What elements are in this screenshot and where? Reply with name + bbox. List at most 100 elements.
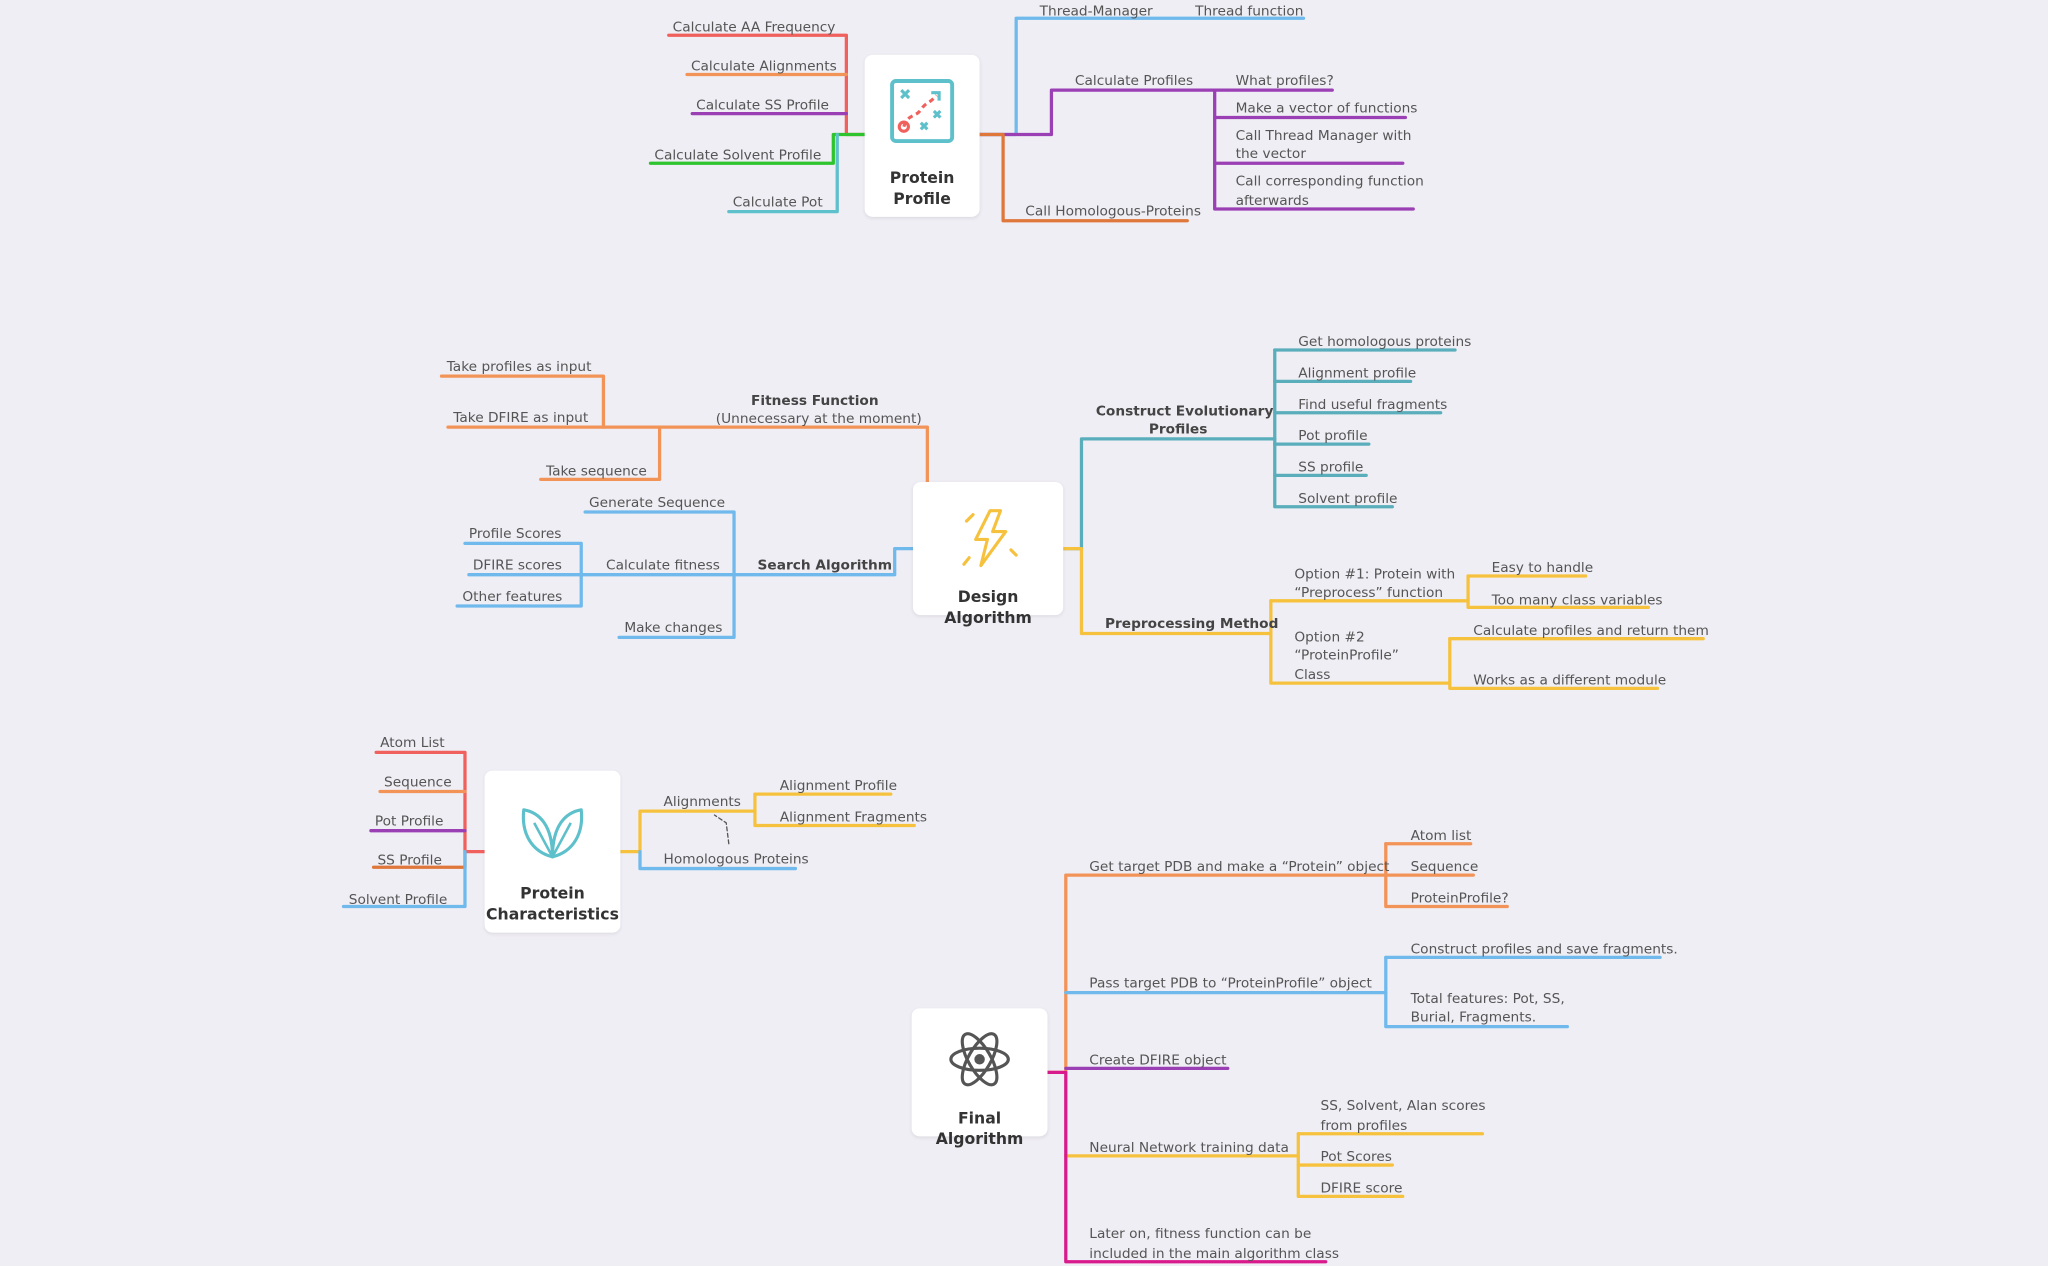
connector: [977, 88, 1415, 211]
total-features-2[interactable]: Burial, Fragments.: [1410, 1009, 1537, 1026]
protein-profile-node[interactable]: Protein Profile: [864, 54, 980, 217]
protein-profile-title-1: Protein: [889, 168, 955, 187]
too-many-variables[interactable]: Too many class variables: [1491, 592, 1663, 609]
total-features-1[interactable]: Total features: Pot, SS,: [1410, 991, 1565, 1008]
construct-save-fragments[interactable]: Construct profiles and save fragments.: [1410, 941, 1678, 958]
pass-target-pdb[interactable]: Pass target PDB to “ProteinProfile” obje…: [1089, 975, 1372, 992]
pot-scores[interactable]: Pot Scores: [1320, 1149, 1392, 1166]
connector: [374, 750, 487, 854]
make-changes[interactable]: Make changes: [624, 620, 723, 637]
make-vector[interactable]: Make a vector of functions: [1235, 100, 1418, 117]
alignment-fragments[interactable]: Alignment Fragments: [779, 809, 928, 826]
connector: [977, 132, 1189, 223]
option-2-line-1[interactable]: Option #2: [1294, 629, 1365, 646]
strategy-map-icon: [890, 79, 955, 144]
connector: [1061, 546, 1273, 636]
call-homologous[interactable]: Call Homologous-Proteins: [1025, 203, 1202, 220]
atom-icon: [949, 1032, 1010, 1087]
ss-profile[interactable]: SS Profile: [377, 852, 442, 869]
ss-solvent-scores-1[interactable]: SS, Solvent, Alan scores: [1320, 1098, 1486, 1115]
design-algorithm-node[interactable]: Design Algorithm: [912, 481, 1064, 627]
connector: [1466, 574, 1650, 609]
ss-profile-item[interactable]: SS profile: [1298, 459, 1364, 476]
generate-sequence[interactable]: Generate Sequence: [589, 495, 726, 511]
option-2-line-2[interactable]: “ProteinProfile”: [1294, 647, 1399, 664]
works-different-module[interactable]: Works as a different module: [1473, 672, 1667, 689]
alignments[interactable]: Alignments: [663, 794, 741, 810]
search-algorithm[interactable]: Search Algorithm: [757, 557, 893, 574]
calc-alignments[interactable]: Calculate Alignments: [690, 58, 837, 75]
calc-profiles[interactable]: Calculate Profiles: [1074, 73, 1194, 89]
solvent-profile-item[interactable]: Solvent profile: [1298, 491, 1398, 507]
take-profiles[interactable]: Take profiles as input: [446, 359, 592, 375]
dfire-score[interactable]: DFIRE score: [1320, 1180, 1403, 1197]
sequence-item[interactable]: Sequence: [1410, 859, 1479, 876]
profile-scores[interactable]: Profile Scores: [468, 526, 562, 543]
take-dfire[interactable]: Take DFIRE as input: [453, 410, 589, 426]
connector: [732, 546, 915, 577]
solvent-profile[interactable]: Solvent Profile: [348, 892, 448, 908]
construct-evolutionary-1[interactable]: Construct Evolutionary: [1095, 403, 1274, 420]
easy-to-handle[interactable]: Easy to handle: [1491, 560, 1594, 576]
find-fragments[interactable]: Find useful fragments: [1298, 397, 1448, 413]
connector: [1061, 437, 1277, 551]
call-thread-manager-1[interactable]: Call Thread Manager with: [1235, 127, 1412, 144]
call-thread-manager-2[interactable]: the vector: [1235, 146, 1306, 162]
create-dfire[interactable]: Create DFIRE object: [1089, 1052, 1227, 1069]
calc-ss-profile[interactable]: Calculate SS Profile: [696, 97, 829, 114]
connector: [618, 809, 757, 854]
connector: [727, 132, 839, 214]
pot-profile-item[interactable]: Pot profile: [1298, 428, 1368, 445]
connector: [638, 849, 798, 871]
calc-pot[interactable]: Calculate Pot: [732, 194, 823, 211]
connector: [1045, 1070, 1328, 1264]
connector: [1296, 1132, 1405, 1199]
later-on-2[interactable]: included in the main algorithm class: [1089, 1246, 1340, 1262]
fitness-function-1[interactable]: Fitness Function: [751, 393, 879, 409]
dfire-scores[interactable]: DFIRE scores: [472, 557, 562, 574]
lightning-icon: [962, 509, 1018, 568]
option-2-line-3[interactable]: Class: [1294, 667, 1331, 684]
calculate-fitness[interactable]: Calculate fitness: [606, 557, 720, 574]
final-algorithm-node[interactable]: Final Algorithm: [911, 1008, 1048, 1148]
atom-list-item[interactable]: Atom list: [1410, 828, 1472, 844]
connector: [1384, 842, 1509, 909]
alignment-profile[interactable]: Alignment Profile: [779, 778, 898, 795]
connector: [1269, 599, 1452, 685]
what-profiles[interactable]: What profiles?: [1235, 73, 1334, 89]
alignment-profile-item[interactable]: Alignment profile: [1298, 365, 1417, 382]
call-corresponding-1[interactable]: Call corresponding function: [1235, 173, 1424, 190]
option-1-line-1[interactable]: Option #1: Protein with: [1294, 566, 1456, 583]
sequence[interactable]: Sequence: [383, 774, 452, 791]
ss-solvent-scores-2[interactable]: from profiles: [1320, 1118, 1408, 1134]
thread-function[interactable]: Thread function: [1195, 3, 1304, 20]
pot-profile[interactable]: Pot Profile: [374, 813, 444, 830]
calc-aa-frequency[interactable]: Calculate AA Frequency: [672, 19, 836, 36]
homologous-proteins[interactable]: Homologous Proteins: [663, 851, 809, 868]
other-features[interactable]: Other features: [462, 589, 563, 605]
get-homologous-proteins[interactable]: Get homologous proteins: [1298, 334, 1472, 351]
connector: [1273, 348, 1394, 509]
option-1-line-2[interactable]: “Preprocess” function: [1294, 585, 1444, 601]
construct-evolutionary-2[interactable]: Profiles: [1148, 421, 1208, 438]
connector: [648, 132, 867, 165]
nn-training-data[interactable]: Neural Network training data: [1089, 1140, 1289, 1156]
calc-return-profiles[interactable]: Calculate profiles and return them: [1473, 623, 1709, 639]
design-algorithm-title: Design Algorithm: [944, 587, 1032, 627]
later-on-1[interactable]: Later on, fitness function can be: [1089, 1226, 1312, 1243]
protein-characteristics-title-2: Characteristics: [486, 905, 619, 924]
protein-characteristics-node[interactable]: Protein Characteristics: [484, 770, 621, 933]
connector: [341, 849, 467, 909]
fitness-function-2[interactable]: (Unnecessary at the moment): [715, 411, 922, 428]
take-sequence[interactable]: Take sequence: [545, 463, 647, 480]
atom-list[interactable]: Atom List: [380, 735, 445, 752]
get-target-pdb[interactable]: Get target PDB and make a “Protein” obje…: [1089, 859, 1390, 876]
connector: [713, 814, 730, 845]
thread-manager[interactable]: Thread-Manager: [1039, 3, 1153, 20]
call-corresponding-2[interactable]: afterwards: [1235, 193, 1309, 209]
protein-profile-item[interactable]: ProteinProfile?: [1410, 890, 1509, 907]
preprocessing-method[interactable]: Preprocessing Method: [1104, 616, 1279, 633]
calc-solvent-profile[interactable]: Calculate Solvent Profile: [654, 147, 822, 164]
